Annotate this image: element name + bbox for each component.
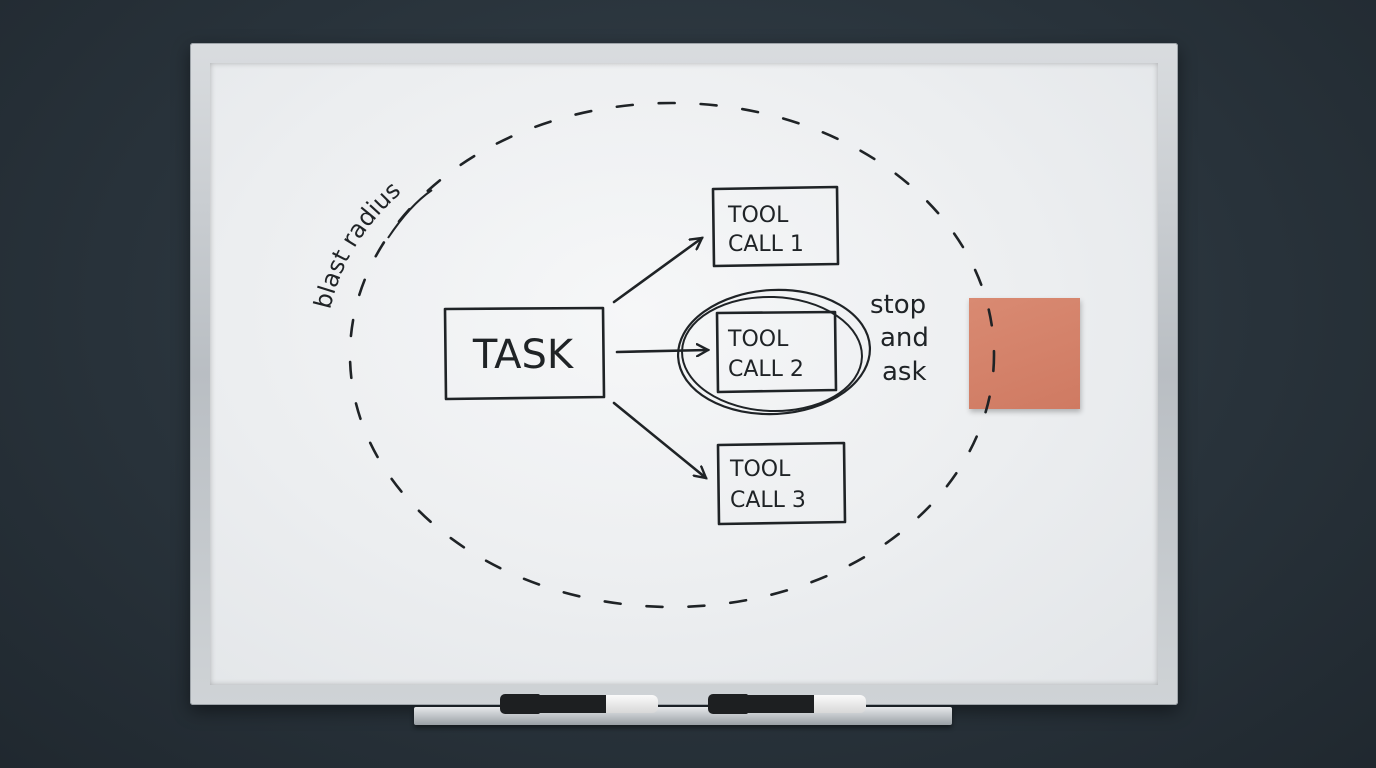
arrow-to-tool-call-2 — [615, 350, 708, 352]
tool-call-3-line2: CALL 3 — [730, 488, 806, 513]
tool-call-2-box: TOOL CALL 2 — [715, 310, 838, 394]
blast-radius-boundary — [348, 101, 996, 609]
tool-call-2-line2: CALL 2 — [728, 357, 804, 382]
tool-call-3-line1: TOOL — [729, 457, 791, 482]
tool-call-1-box: TOOL CALL 1 — [711, 185, 840, 268]
note-line-ask: ask — [882, 357, 927, 387]
arrow-to-tool-call-3 — [612, 401, 706, 478]
tool-call-1-line2: CALL 1 — [728, 232, 804, 257]
task-box: TASK — [443, 306, 606, 401]
tool-call-2-line1: TOOL — [727, 327, 789, 352]
tool-call-2-circle-outer — [676, 288, 872, 416]
blast-radius-label: blast radius — [309, 176, 406, 311]
task-label: TASK — [472, 332, 575, 378]
label-underline — [387, 189, 433, 239]
tool-call-3-box: TOOL CALL 3 — [716, 441, 847, 526]
note-line-stop: stop — [870, 290, 926, 320]
sticky-note — [969, 298, 1080, 409]
tool-call-1-line1: TOOL — [727, 203, 789, 228]
note-line-and: and — [880, 323, 929, 353]
black-marker-left — [500, 694, 658, 714]
black-marker-right — [708, 694, 866, 714]
arrow-to-tool-call-1 — [612, 238, 702, 304]
